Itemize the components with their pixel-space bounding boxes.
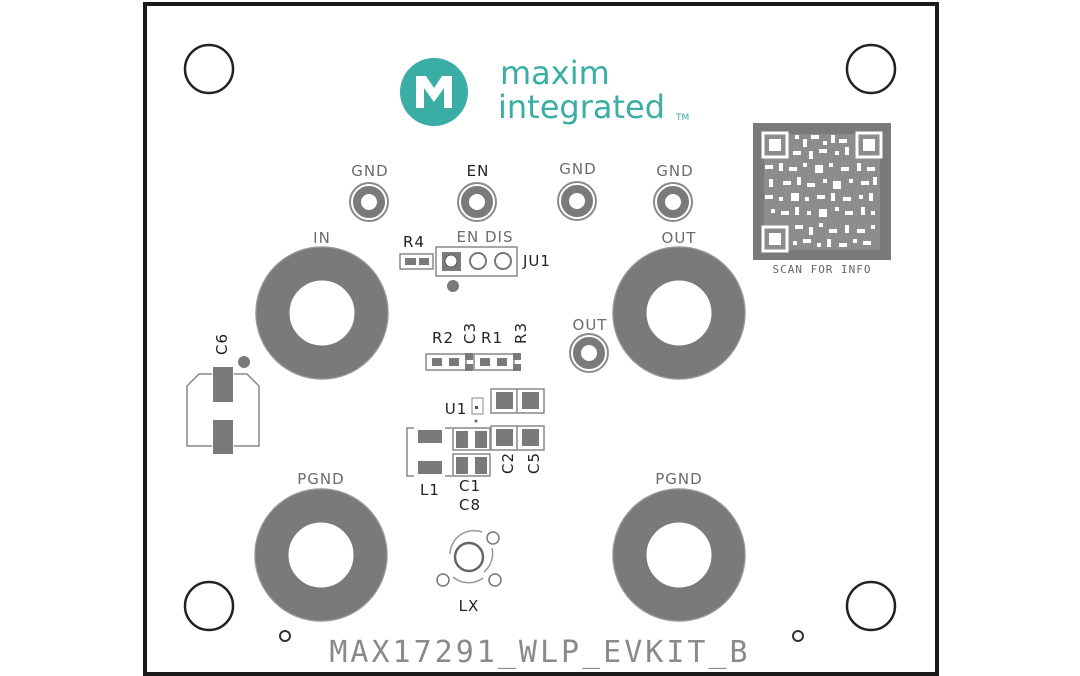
test-point-out[interactable]: OUT [569,316,609,373]
mounting-holes [183,43,897,632]
svg-text:C5: C5 [525,452,543,474]
svg-text:C6: C6 [213,333,231,355]
pad-pgnd-right[interactable]: PGND [612,470,746,622]
svg-text:IN: IN [313,229,331,247]
svg-text:GND: GND [656,162,693,180]
capacitor-c6: C6 [186,333,260,454]
board-part-label: MAX17291_WLP_EVKIT_B [329,635,750,670]
test-point-en[interactable]: EN [457,162,497,222]
svg-text:C8: C8 [459,496,481,514]
svg-text:C3: C3 [461,322,479,344]
fiducial-icon [279,630,291,642]
test-point-gnd-1[interactable]: GND [349,162,389,222]
brand-line1: maxim [500,54,610,92]
mounting-hole-icon [183,580,235,632]
svg-text:U1: U1 [445,400,468,418]
r4-label: R4 [403,233,425,251]
resistor-array: R2 C3 R1 R3 [425,322,530,371]
pad-pgnd-left[interactable]: PGND [254,470,388,622]
u1-chip: U1 [445,397,484,423]
svg-text:C2: C2 [499,452,517,474]
fiducial-icon [792,630,804,642]
maxim-logo: maxim integrated TM [400,54,689,126]
mounting-hole-icon [845,43,897,95]
svg-text:GND: GND [559,160,596,178]
ju1-label: JU1 [522,252,551,270]
inductor-l1: L1 [406,427,452,499]
capacitors-c2-c5: C2 C5 [490,388,545,474]
mounting-hole-icon [845,580,897,632]
pad-out[interactable]: OUT [612,229,746,380]
svg-text:R2: R2 [432,329,454,347]
brand-line2: integrated [498,88,665,126]
svg-text:OUT: OUT [662,229,697,247]
jumper-options-label: EN DIS [457,228,514,246]
svg-text:EN: EN [467,162,490,180]
test-point-gnd-2[interactable]: GND [557,160,597,221]
svg-text:PGND: PGND [655,470,702,488]
svg-text:GND: GND [351,162,388,180]
svg-text:C1: C1 [459,477,481,495]
jumper-ju1[interactable]: EN DIS R4 JU1 [399,228,551,292]
pad-in[interactable]: IN [255,229,389,380]
svg-text:L1: L1 [420,481,440,499]
svg-text:LX: LX [459,597,480,615]
svg-text:OUT: OUT [573,316,608,334]
trademark: TM [675,113,689,123]
qr-caption: SCAN FOR INFO [772,263,871,276]
svg-text:R1: R1 [481,329,503,347]
capacitors-c1-c8: C1 C8 [452,427,491,514]
qr-code: SCAN FOR INFO [753,123,891,276]
mounting-hole-icon [183,43,235,95]
test-point-lx[interactable]: LX [436,529,502,615]
test-point-gnd-3[interactable]: GND [653,162,694,222]
svg-text:R3: R3 [512,322,530,344]
svg-text:PGND: PGND [297,470,344,488]
